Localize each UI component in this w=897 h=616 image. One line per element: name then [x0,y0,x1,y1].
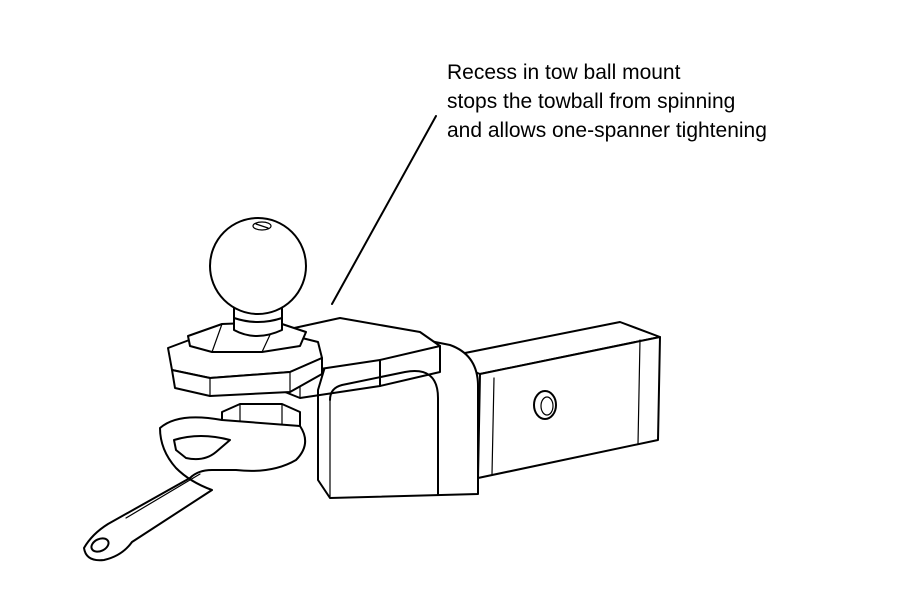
annotation-text: Recess in tow ball mount stops the towba… [447,58,887,145]
spanner [83,416,307,562]
annotation-line: and allows one-spanner tightening [447,119,767,142]
annotation-line: Recess in tow ball mount [447,61,681,84]
tow-ball [209,217,307,337]
pin-hole [533,390,557,420]
leader-line [331,115,437,305]
annotation-line: stops the towball from spinning [447,90,736,113]
